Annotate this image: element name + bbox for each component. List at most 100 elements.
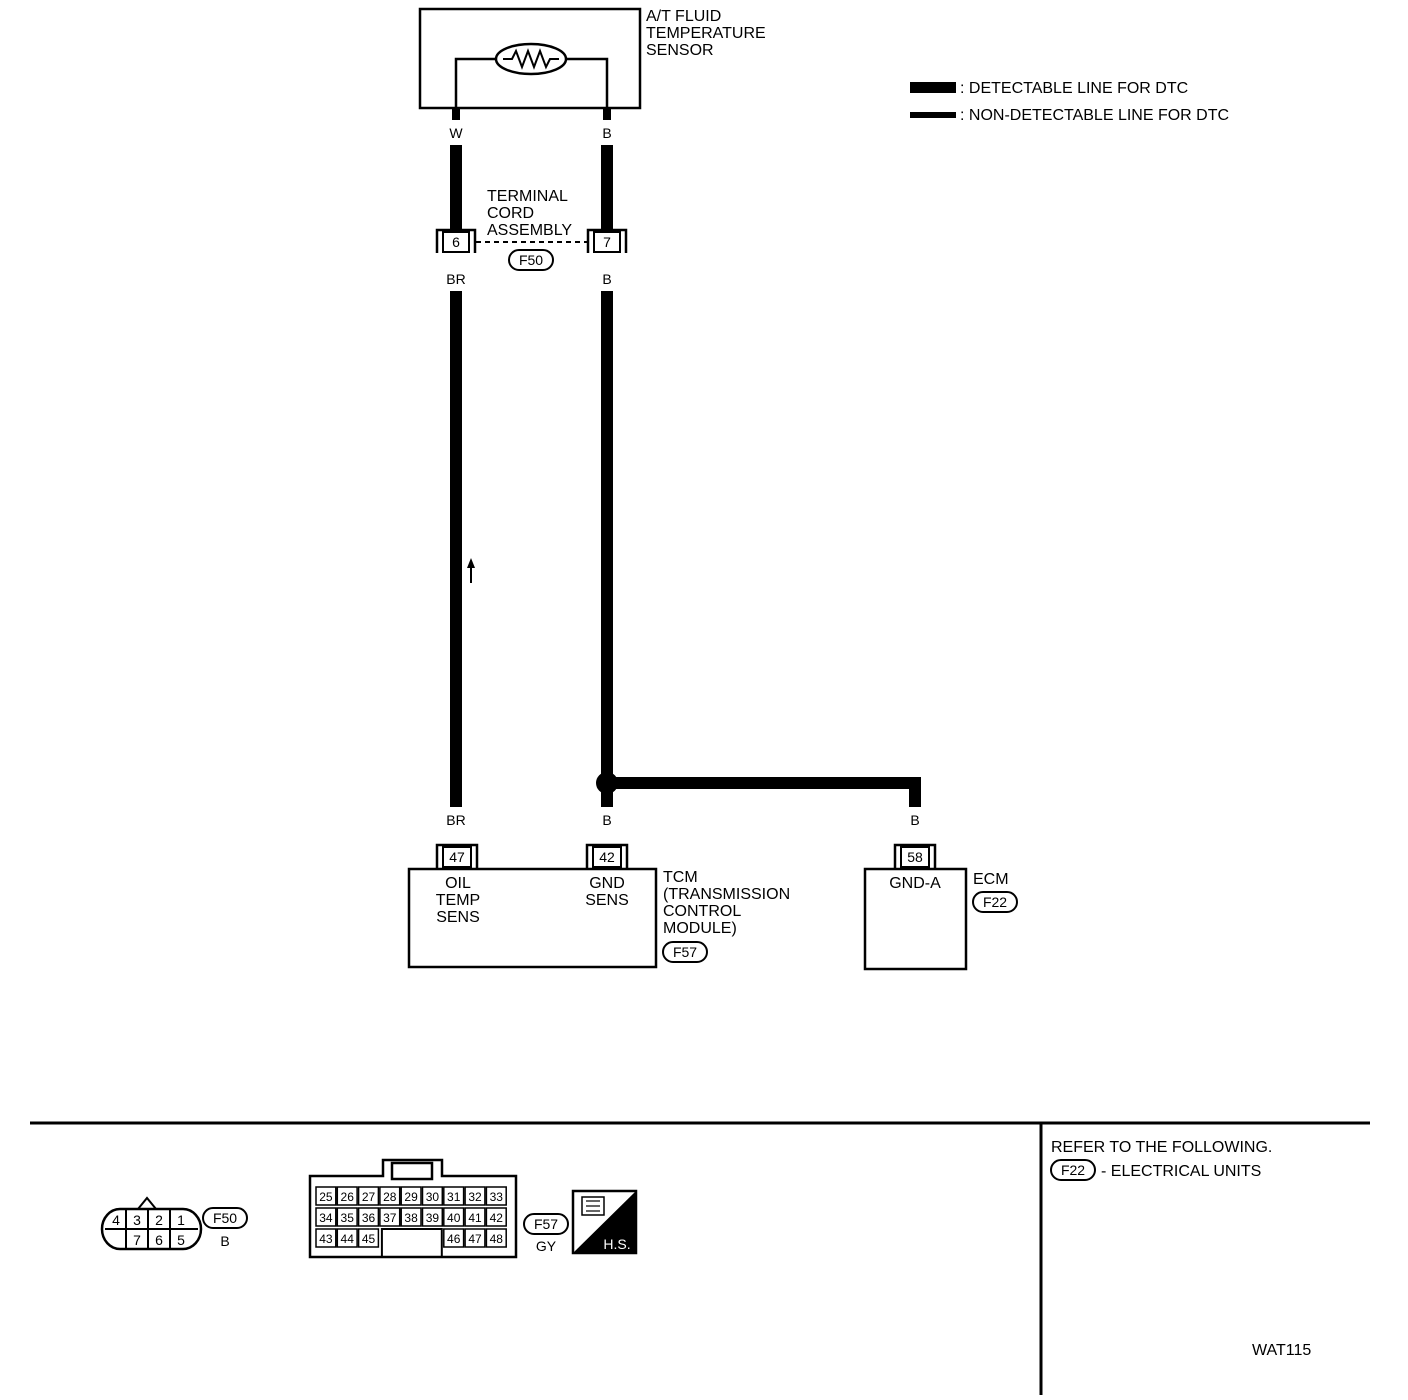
refer-section: REFER TO THE FOLLOWING. F22 - ELECTRICAL… [1050, 1139, 1311, 1359]
wire-color-b-tcm: B [602, 812, 611, 828]
f57-pin-cell [315, 1228, 337, 1248]
ecm-box [863, 867, 968, 971]
connector-7-pin [593, 231, 621, 253]
f57-pin: 32 [468, 1190, 482, 1204]
terminal-cord-assembly: 6 7 TERMINAL CORD ASSEMBLY F50 BR B [435, 188, 628, 287]
f57-latch [390, 1161, 434, 1181]
wire-color-br-tcm: BR [446, 812, 465, 828]
connector-housing-icon [581, 1196, 605, 1216]
f57-pin: 47 [468, 1232, 482, 1246]
f57-pin-cell [400, 1186, 422, 1206]
wire-color-br-mid: BR [446, 271, 465, 287]
ecm-module: 58 GND-A ECM F22 [863, 843, 1018, 971]
f57-pin-cell [485, 1207, 507, 1227]
f57-pin-cell [464, 1228, 486, 1248]
connector-f50-id: F50 [519, 252, 543, 268]
fluid-temp-sensor: A/T FLUID TEMPERATURE SENSOR [418, 7, 766, 110]
f57-color: GY [536, 1238, 557, 1254]
tcm-module: 47 42 OIL TEMP SENS GND SENS TCM (TRANSM… [407, 843, 790, 969]
f50-outline [100, 1207, 203, 1251]
f50-pin: 3 [133, 1212, 141, 1228]
connector-f22-id: F22 [983, 894, 1007, 910]
pin-42-label: 42 [599, 849, 615, 865]
f57-pin: 35 [341, 1211, 355, 1225]
connector-6-pin [442, 231, 470, 253]
sensor-box [418, 7, 642, 110]
signal-arrow-icon [467, 558, 475, 568]
f57-pin-cell [464, 1186, 486, 1206]
connector-f22-tag [972, 891, 1018, 913]
f57-pin-cell [485, 1228, 507, 1248]
legend-non-detectable-swatch [910, 112, 956, 118]
pin-7-label: 7 [603, 234, 611, 250]
wires-lower: BR B B [446, 291, 921, 828]
f57-pin: 44 [341, 1232, 355, 1246]
f50-key-icon [135, 1196, 159, 1210]
hs-label: H.S. [603, 1236, 630, 1252]
f50-color: B [220, 1233, 229, 1249]
wire-color-b-top: B [602, 125, 611, 141]
f50-pin: 6 [155, 1232, 163, 1248]
connector-58-pin [900, 846, 930, 868]
terminal-cord-line-2: CORD [487, 205, 534, 222]
connector-6-shell [435, 228, 477, 253]
connector-58-shell [893, 843, 937, 868]
wire-br [450, 291, 462, 807]
f57-pin-cell [357, 1186, 380, 1206]
f50-id-tag [202, 1207, 248, 1229]
f57-pin: 38 [404, 1211, 418, 1225]
f57-id-tag [523, 1213, 569, 1235]
f57-pin-cell [357, 1207, 380, 1227]
f57-pin-cell [400, 1207, 422, 1227]
f57-pin-cell [485, 1186, 507, 1206]
f57-pin: 27 [362, 1190, 376, 1204]
connector-42-pin [592, 846, 622, 868]
sensor-title-line-2: TEMPERATURE [646, 25, 766, 42]
pin-58-label: 58 [907, 849, 923, 865]
resistor-zigzag-icon [503, 48, 559, 70]
f50-pin: 4 [112, 1212, 120, 1228]
f57-pin-cell [336, 1228, 358, 1248]
f57-pin-cell [336, 1186, 358, 1206]
refer-f22-id: F22 [1061, 1162, 1085, 1178]
f50-id: F50 [213, 1210, 237, 1226]
f57-pin: 48 [490, 1232, 504, 1246]
f57-pin: 37 [383, 1211, 397, 1225]
pin-47-func-line-3: SENS [436, 909, 480, 926]
f57-pin: 41 [468, 1211, 482, 1225]
tcm-title-line-3: CONTROL [663, 903, 741, 920]
f57-pin: 28 [383, 1190, 397, 1204]
f57-bottom-notch [380, 1228, 443, 1257]
tcm-box [407, 867, 658, 969]
f57-pin-cell [443, 1228, 465, 1248]
hs-badge: H.S. [571, 1189, 638, 1255]
terminal-cord-line-1: TERMINAL [487, 188, 568, 205]
f57-pin: 36 [362, 1211, 376, 1225]
f57-outline [308, 1158, 518, 1259]
f57-pin: 30 [426, 1190, 440, 1204]
wire-b-to-ecm-vertical [909, 777, 921, 807]
f57-pin: 29 [404, 1190, 418, 1204]
sensor-title-line-3: SENSOR [646, 42, 714, 59]
pin-47-func-line-1: OIL [445, 875, 471, 892]
f57-pin: 31 [447, 1190, 461, 1204]
f57-pin-cell [421, 1207, 444, 1227]
f50-pin: 5 [177, 1232, 185, 1248]
ecm-title: ECM [973, 871, 1009, 888]
wire-b-lower [601, 291, 613, 807]
f50-pin: 7 [133, 1232, 141, 1248]
tcm-title-line-1: TCM [663, 869, 698, 886]
refer-text: - ELECTRICAL UNITS [1101, 1163, 1261, 1180]
pin-47-label: 47 [449, 849, 465, 865]
refer-f22-tag [1050, 1159, 1096, 1181]
wire-w-short [452, 108, 460, 120]
connector-f50-tag [508, 249, 554, 271]
f57-pin: 45 [362, 1232, 376, 1246]
wire-b-to-ecm-horizontal [607, 777, 921, 789]
pin-42-func-line-2: SENS [585, 892, 629, 909]
wire-color-b-ecm: B [910, 812, 919, 828]
f57-id: F57 [534, 1216, 558, 1232]
